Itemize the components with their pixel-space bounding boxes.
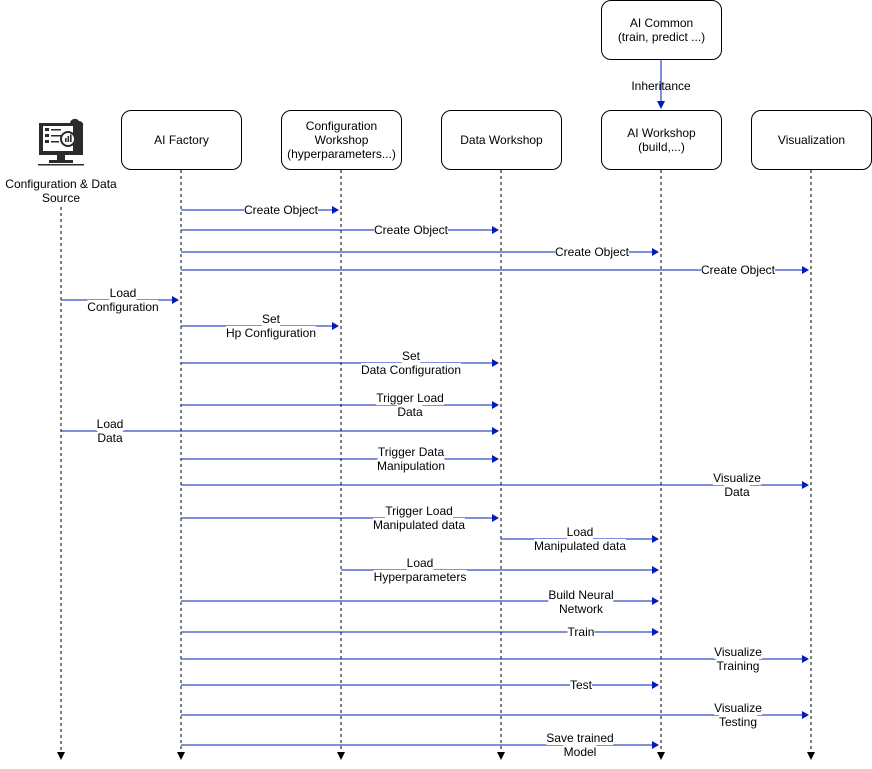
- message-label: Load Data: [96, 417, 124, 445]
- message-arrowhead: [652, 628, 659, 636]
- message-label: Visualize Testing: [714, 701, 762, 729]
- message-label: Set Data Configuration: [360, 349, 462, 377]
- message-label: Test: [569, 678, 593, 692]
- message-label-text: Trigger Load Data: [376, 391, 444, 419]
- message-arrowhead: [492, 226, 499, 234]
- message-label: Load Hyperparameters: [373, 556, 467, 584]
- message-label: Create Object: [700, 263, 776, 277]
- message-label: Build Neural Network: [548, 588, 614, 616]
- inheritance-label: Inheritance: [631, 79, 690, 93]
- message-label-text: Trigger Load Manipulated data: [372, 504, 466, 532]
- message-label-text: Visualize Data: [713, 471, 761, 499]
- message-label: Trigger Data Manipulation: [376, 445, 446, 473]
- message-arrowhead: [652, 248, 659, 256]
- message-label: Create Object: [243, 203, 319, 217]
- message-arrowhead: [652, 566, 659, 574]
- message-label-text: Save trained Model: [546, 731, 614, 759]
- message-label-text: Create Object: [700, 263, 776, 277]
- participant-visualization: Visualization: [751, 110, 872, 170]
- message-label-text: Test: [569, 678, 593, 692]
- message-label: Trigger Load Manipulated data: [372, 504, 466, 532]
- message-label-text: Load Configuration: [87, 286, 159, 314]
- message-label: Visualize Training: [714, 645, 762, 673]
- inheritance-arrowhead: [657, 101, 665, 109]
- message-arrowhead: [492, 427, 499, 435]
- message-label-text: Build Neural Network: [548, 588, 614, 616]
- message-label: Trigger Load Data: [376, 391, 444, 419]
- computer-data-source-icon: [38, 118, 84, 166]
- participant-ai-workshop-label: AI Workshop (build,...): [627, 126, 696, 154]
- message-label: Train: [567, 625, 595, 639]
- message-label-text: Load Hyperparameters: [373, 556, 467, 584]
- message-arrowhead: [802, 655, 809, 663]
- config-data-source-label: Configuration & Data Source: [5, 177, 117, 205]
- message-label: Load Manipulated data: [533, 525, 627, 553]
- participant-ai-factory-label: AI Factory: [154, 133, 209, 147]
- message-arrowhead: [492, 359, 499, 367]
- participant-visualization-label: Visualization: [777, 133, 846, 147]
- lifeline-end-arrow: [657, 752, 665, 760]
- message-label: Create Object: [373, 223, 449, 237]
- participant-ai-common-label: AI Common (train, predict ...): [617, 16, 706, 44]
- participant-data-workshop-label: Data Workshop: [460, 133, 543, 147]
- message-label-text: Set Data Configuration: [360, 349, 462, 377]
- message-arrowhead: [492, 401, 499, 409]
- lifeline-end-arrow: [497, 752, 505, 760]
- participant-ai-workshop: AI Workshop (build,...): [601, 110, 722, 170]
- message-label-text: Set Hp Configuration: [225, 312, 317, 340]
- participant-configuration-workshop: Configuration Workshop (hyperparameters.…: [281, 110, 402, 170]
- message-arrowhead: [332, 206, 339, 214]
- message-label-text: Create Object: [554, 245, 630, 259]
- message-label-text: Load Manipulated data: [533, 525, 627, 553]
- message-label-text: Train: [567, 625, 595, 639]
- message-label: Create Object: [554, 245, 630, 259]
- message-arrowhead: [802, 711, 809, 719]
- participant-configuration-workshop-label: Configuration Workshop (hyperparameters.…: [287, 119, 396, 161]
- message-label-text: Visualize Training: [714, 645, 762, 673]
- message-arrowhead: [492, 514, 499, 522]
- message-arrowhead: [492, 455, 499, 463]
- message-label: Load Configuration: [87, 286, 159, 314]
- message-arrowhead: [652, 681, 659, 689]
- message-label-text: Visualize Testing: [714, 701, 762, 729]
- inheritance-label-text: Inheritance: [631, 79, 691, 93]
- message-label-text: Create Object: [243, 203, 319, 217]
- message-arrowhead: [652, 597, 659, 605]
- participant-ai-factory: AI Factory: [121, 110, 242, 170]
- lifeline-end-arrow: [807, 752, 815, 760]
- message-label: Save trained Model: [546, 731, 614, 759]
- message-arrowhead: [332, 322, 339, 330]
- lifeline-end-arrow: [177, 752, 185, 760]
- message-arrowhead: [172, 296, 179, 304]
- message-label: Set Hp Configuration: [225, 312, 317, 340]
- participant-data-workshop: Data Workshop: [441, 110, 562, 170]
- message-arrowhead: [802, 481, 809, 489]
- message-arrowhead: [652, 535, 659, 543]
- message-arrowhead: [652, 741, 659, 749]
- message-label-text: Trigger Data Manipulation: [376, 445, 446, 473]
- message-label: Visualize Data: [713, 471, 761, 499]
- message-label-text: Create Object: [373, 223, 449, 237]
- message-label-text: Load Data: [96, 417, 124, 445]
- lifeline-end-arrow: [337, 752, 345, 760]
- message-arrowhead: [802, 266, 809, 274]
- participant-ai-common: AI Common (train, predict ...): [601, 0, 722, 60]
- lifeline-end-arrow: [57, 752, 65, 760]
